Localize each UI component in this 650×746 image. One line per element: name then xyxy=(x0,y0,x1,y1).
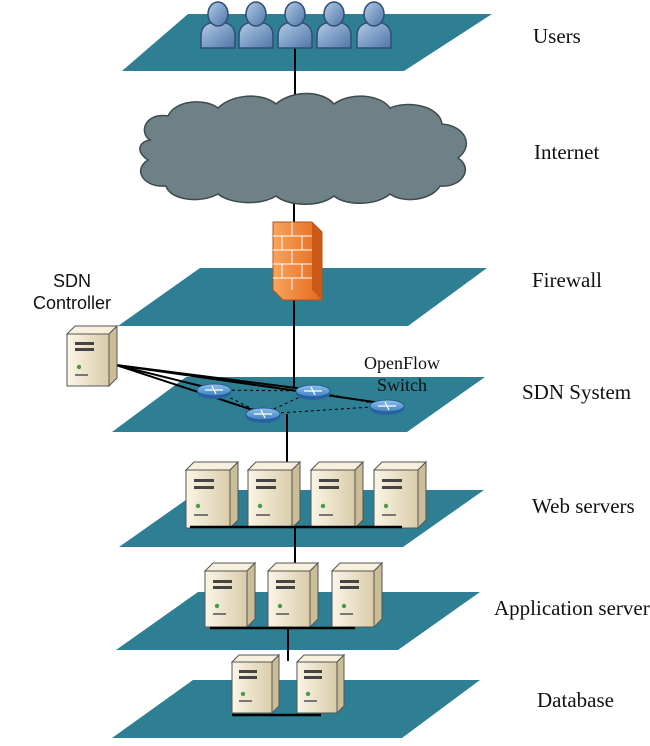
openflow-switches xyxy=(196,383,405,423)
layer-label-sdn: SDN System xyxy=(522,380,632,404)
server-icon xyxy=(330,561,384,629)
controller-label-line1: SDN xyxy=(52,271,91,291)
switch-label-line2: Switch xyxy=(376,375,427,395)
sdn-controller xyxy=(65,324,119,388)
switch-icon xyxy=(245,407,281,423)
user-icon xyxy=(200,1,236,49)
db-servers-group xyxy=(230,653,346,715)
server-icon xyxy=(246,460,302,530)
controller-label-line2: Controller xyxy=(32,293,112,313)
users-group xyxy=(200,1,392,49)
cloud-icon xyxy=(139,92,468,205)
user-icon xyxy=(277,1,313,49)
server-icon xyxy=(372,460,428,530)
app-servers-group xyxy=(203,561,384,629)
web-servers-group xyxy=(184,460,428,530)
switch-icon xyxy=(196,383,232,399)
layer-label-internet: Internet xyxy=(534,140,600,164)
layer-label-app: Application servers xyxy=(494,596,650,620)
switch-label-line1: OpenFlow xyxy=(364,353,440,373)
user-icon xyxy=(356,1,392,49)
server-icon xyxy=(184,460,240,530)
firewall-icon xyxy=(272,221,323,301)
user-icon xyxy=(238,1,274,49)
switch-label: OpenFlow Switch xyxy=(352,352,452,396)
layer-label-web: Web servers xyxy=(532,494,635,518)
layer-label-firewall: Firewall xyxy=(532,268,602,292)
switch-icon xyxy=(369,399,405,415)
layer-label-users: Users xyxy=(533,24,581,48)
server-icon xyxy=(309,460,365,530)
server-icon xyxy=(266,561,320,629)
switch-icon xyxy=(295,384,331,400)
server-icon xyxy=(230,653,281,715)
server-icon xyxy=(295,653,346,715)
controller-server-icon xyxy=(65,324,119,388)
server-bus-lines xyxy=(190,525,402,717)
server-icon xyxy=(203,561,257,629)
layer-label-db: Database xyxy=(537,688,614,712)
plane-db xyxy=(112,680,480,738)
user-icon xyxy=(316,1,352,49)
backbone-links xyxy=(286,48,296,661)
plane-web xyxy=(119,490,484,547)
controller-label: SDN Controller xyxy=(22,270,122,314)
